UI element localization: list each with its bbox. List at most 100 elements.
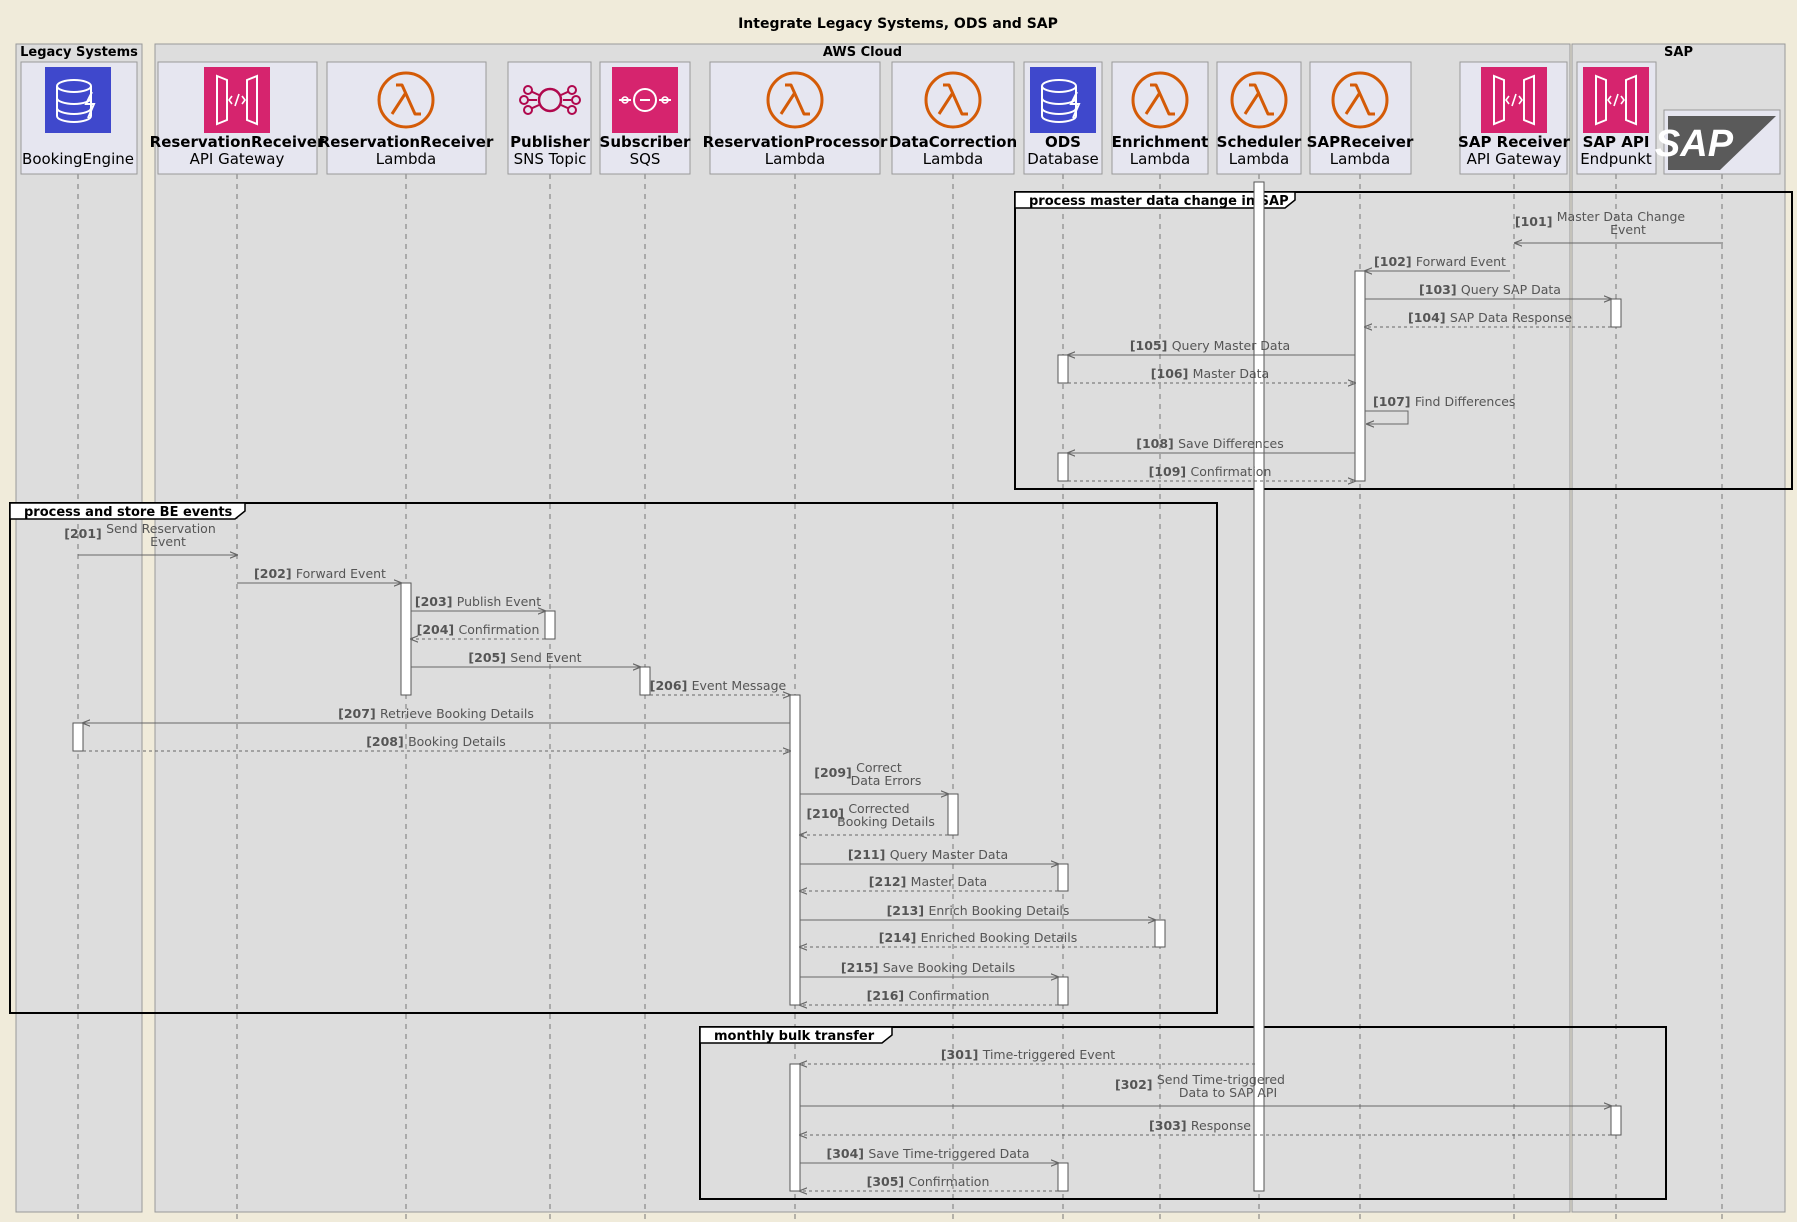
message-number: [205] <box>468 650 510 665</box>
frame-2 <box>699 1026 1667 1200</box>
message-305: [305] Confirmation <box>800 1174 1058 1191</box>
message-number: [215] <box>841 960 883 975</box>
message-text: Master Data <box>911 874 988 889</box>
message-text: Publish Event <box>457 594 541 609</box>
activation-bar <box>1154 919 1166 948</box>
message-label: [211] Query Master Data <box>848 847 1008 862</box>
participant-box <box>326 61 487 175</box>
message-text: Save Differences <box>1178 436 1284 451</box>
lambda-icon <box>924 71 982 129</box>
api-gateway-icon <box>1583 67 1649 133</box>
frame-title-1: process and store BE events <box>24 505 233 520</box>
activation-bar <box>1354 270 1366 482</box>
message-216: [216] Confirmation <box>800 988 1058 1005</box>
message-text: Event Message <box>692 678 787 693</box>
message-text: Query SAP Data <box>1461 282 1561 297</box>
participant-type: Lambda <box>1330 150 1390 168</box>
message-label: [210] Corrected <box>806 801 909 821</box>
participant-name: SAP API <box>1583 133 1650 151</box>
message-104: [104] SAP Data Response <box>1365 310 1611 327</box>
message-206: [206] Event Message <box>650 678 790 695</box>
message-107: [107] Find Differences <box>1365 394 1515 424</box>
participant-name: ReservationReceiver <box>319 133 494 151</box>
message-number: [107] <box>1373 394 1415 409</box>
activation-bar <box>72 722 84 752</box>
message-text: Save Booking Details <box>883 960 1015 975</box>
message-label: [304] Save Time-triggered Data <box>826 1146 1029 1161</box>
participant-type: Lambda <box>923 150 983 168</box>
message-label: [106] Master Data <box>1151 366 1269 381</box>
activation-bar <box>1057 863 1069 892</box>
message-number: [103] <box>1419 282 1461 297</box>
message-number: [210] <box>806 806 848 821</box>
message-label: [214] Enriched Booking Details <box>879 930 1077 945</box>
activation-bar <box>789 694 801 1006</box>
frame-1 <box>9 502 1218 1014</box>
message-208: [208] Booking Details <box>83 734 790 751</box>
message-text: Confirmation <box>909 988 990 1003</box>
participant-be: BookingEngine <box>20 61 138 175</box>
activation-bar <box>789 1063 801 1192</box>
message-text: Master Data Change <box>1557 209 1686 224</box>
participant-name: Scheduler <box>1217 133 1302 151</box>
message-number: [302] <box>1115 1077 1157 1092</box>
participant-sapsys: SAP <box>1655 109 1781 175</box>
participant-type: SQS <box>630 150 661 168</box>
message-label: [212] Master Data <box>869 874 987 889</box>
message-303: [303] Response <box>800 1118 1611 1135</box>
frame-title-2: monthly bulk transfer <box>714 1029 875 1044</box>
message-108: [108] Save Differences <box>1068 436 1355 453</box>
activation-bar <box>544 610 556 640</box>
participant-box <box>1216 61 1302 175</box>
message-text: Retrieve Booking Details <box>380 706 534 721</box>
message-number: [105] <box>1130 338 1172 353</box>
participant-name: SAPReceiver <box>1307 133 1414 151</box>
participant-box <box>891 61 1015 175</box>
message-number: [216] <box>867 988 909 1003</box>
message-arrow <box>1365 410 1409 424</box>
message-number: [203] <box>415 594 457 609</box>
message-label: [216] Confirmation <box>867 988 990 1003</box>
message-label: [202] Forward Event <box>254 566 386 581</box>
database-icon <box>1030 67 1096 133</box>
message-label: [103] Query SAP Data <box>1419 282 1561 297</box>
message-text-line2: Event <box>150 534 186 549</box>
box-sap <box>1571 43 1786 1213</box>
message-301: [301] Time-triggered Event <box>800 1047 1255 1064</box>
activation-bar <box>1610 298 1622 328</box>
participant-box <box>709 61 881 175</box>
message-text: Enrich Booking Details <box>928 903 1069 918</box>
activation-bar <box>1057 1162 1069 1192</box>
lambda-icon <box>1230 71 1288 129</box>
box-title-aws: AWS Cloud <box>823 45 902 60</box>
api-gateway-icon <box>204 67 270 133</box>
message-label: [209] Correct <box>814 760 902 780</box>
message-109: [109] Confirmation <box>1068 464 1355 481</box>
lambda-icon <box>766 71 824 129</box>
participant-type: API Gateway <box>1467 150 1562 168</box>
message-text: Confirmation <box>909 1174 990 1189</box>
box-aws <box>154 43 1571 1213</box>
box-title-sap: SAP <box>1664 45 1693 60</box>
participant-type: Lambda <box>765 150 825 168</box>
activation-bar <box>947 793 959 836</box>
frame-title-0: process master data change in SAP <box>1029 194 1289 209</box>
participant-name: Publisher <box>510 133 590 151</box>
message-label: [104] SAP Data Response <box>1408 310 1572 325</box>
activation-bar <box>1253 181 1265 1192</box>
message-text-line2: Event <box>1610 222 1646 237</box>
message-label: [213] Enrich Booking Details <box>887 903 1070 918</box>
message-label: [108] Save Differences <box>1136 436 1283 451</box>
message-number: [108] <box>1136 436 1178 451</box>
participant-box <box>507 61 592 175</box>
message-202: [202] Forward Event <box>237 566 401 583</box>
message-number: [101] <box>1515 214 1557 229</box>
message-203: [203] Publish Event <box>411 594 545 611</box>
message-number: [207] <box>338 706 380 721</box>
message-text-line2: Data to SAP API <box>1179 1085 1277 1100</box>
